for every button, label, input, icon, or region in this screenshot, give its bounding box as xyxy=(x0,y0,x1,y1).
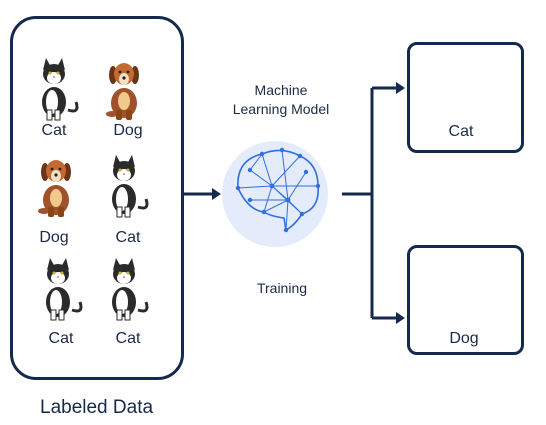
dog-icon xyxy=(38,160,71,217)
output-label-cat: Cat xyxy=(448,123,474,140)
arrow-heads xyxy=(212,82,405,324)
arrow-to-cat-output-icon xyxy=(396,82,405,94)
labeled-item-label: Cat xyxy=(115,229,141,246)
model-title-line2: Learning Model xyxy=(232,101,330,117)
brain-background xyxy=(222,141,328,247)
output-box-cat xyxy=(407,42,524,153)
cat-icon xyxy=(110,153,149,219)
labeled-item-label: Dog xyxy=(39,229,69,246)
cat-icon xyxy=(40,56,79,122)
training-label: Training xyxy=(256,280,308,296)
brain-network-icon xyxy=(235,147,321,233)
arrow-to-model-icon xyxy=(212,188,221,200)
labeled-data-title: Labeled Data xyxy=(40,397,154,418)
labeled-data-panel xyxy=(10,16,184,380)
output-label-dog: Dog xyxy=(449,330,479,347)
labeled-item-label: Cat xyxy=(41,122,67,139)
model-title-line1: Machine xyxy=(254,82,308,98)
labeled-item-label: Dog xyxy=(113,122,143,139)
arrow-to-dog-output-icon xyxy=(396,312,405,324)
dog-icon xyxy=(106,63,139,120)
labeled-item-label: Cat xyxy=(115,330,141,347)
output-box-dog xyxy=(407,245,524,355)
cat-icon xyxy=(44,256,83,322)
flow-arrows xyxy=(184,86,396,320)
cat-icon xyxy=(110,256,149,322)
labeled-item-label: Cat xyxy=(48,330,74,347)
